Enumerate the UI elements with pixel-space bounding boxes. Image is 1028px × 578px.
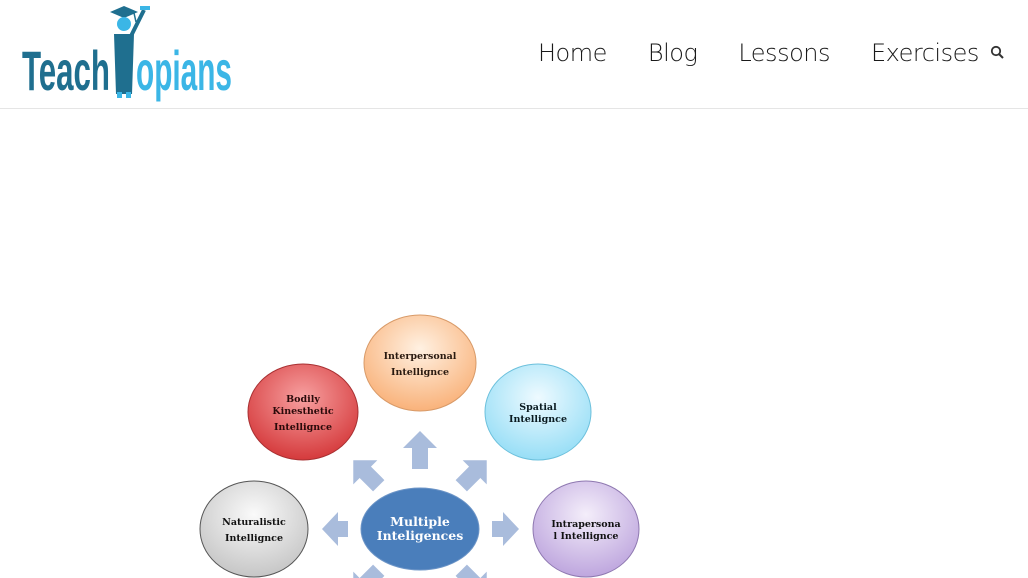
svg-text:Inteligences: Inteligences (377, 528, 464, 543)
svg-text:l Intellignce: l Intellignce (554, 531, 619, 542)
svg-text:Spatial: Spatial (519, 402, 557, 413)
arrow-up-right-icon (455, 460, 487, 492)
multiple-intelligences-diagram: Multiple Inteligences Interpersonal Inte… (199, 314, 640, 578)
svg-text:Naturalistic: Naturalistic (222, 517, 286, 528)
svg-text:Intellignce: Intellignce (274, 422, 332, 433)
site-logo[interactable]: Teach opians (20, 4, 234, 102)
site-header: Teach opians Home Blog Lessons Exercises (0, 0, 1028, 109)
node-naturalistic: Naturalistic Intellignce (199, 480, 309, 578)
svg-text:Intellignce: Intellignce (225, 533, 283, 544)
svg-text:Intrapersona: Intrapersona (551, 519, 620, 530)
svg-text:Multiple: Multiple (390, 514, 450, 529)
node-spatial: Spatial Intellignce (484, 363, 592, 461)
arrows (322, 431, 519, 578)
logo-text-opians: opians (136, 39, 232, 102)
nav-exercises[interactable]: Exercises (870, 39, 979, 67)
node-interpersonal: Interpersonal Intellignce (363, 314, 477, 412)
arrow-down-left-icon (353, 564, 385, 578)
nav-blog[interactable]: Blog (647, 39, 698, 67)
node-bodily-kinesthetic: Bodily Kinesthetic Intellignce (247, 363, 359, 461)
search-button[interactable] (989, 44, 1007, 62)
svg-text:Intellignce: Intellignce (391, 367, 449, 378)
arrow-left-icon (322, 512, 348, 546)
arrow-right-icon (492, 512, 519, 546)
node-intrapersonal: Intrapersona l Intellignce (532, 480, 640, 578)
svg-text:Interpersonal: Interpersonal (384, 351, 457, 362)
main-nav: Home Blog Lessons Exercises (538, 33, 1020, 73)
search-icon (990, 45, 1004, 59)
graduate-figure-icon (110, 6, 150, 98)
arrow-up-left-icon (353, 460, 385, 492)
arrow-down-right-icon (455, 564, 487, 578)
nav-home[interactable]: Home (538, 39, 607, 67)
center-node: Multiple Inteligences (360, 487, 480, 571)
svg-text:Bodily: Bodily (286, 394, 320, 405)
svg-text:Intellignce: Intellignce (509, 414, 567, 425)
nav-lessons[interactable]: Lessons (738, 39, 830, 67)
arrow-up-icon (403, 431, 437, 469)
svg-text:Kinesthetic: Kinesthetic (272, 406, 334, 417)
logo-text-teach: Teach (22, 39, 110, 102)
